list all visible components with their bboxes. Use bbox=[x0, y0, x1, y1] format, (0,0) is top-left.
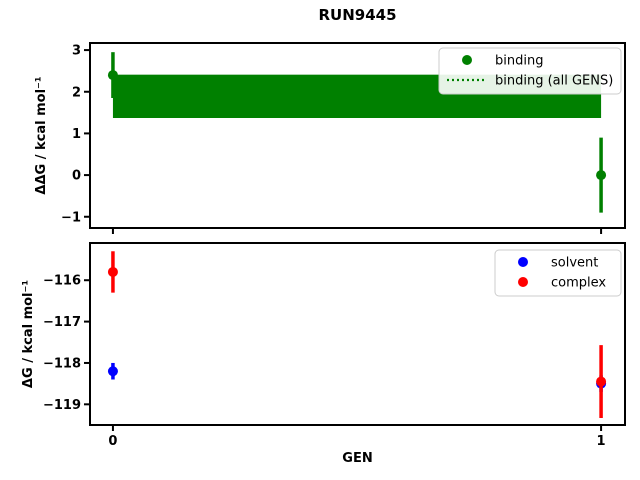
legend-marker-binding bbox=[462, 55, 472, 65]
x-tick-label: 1 bbox=[597, 434, 606, 449]
point-binding-gen0 bbox=[107, 70, 118, 81]
y-tick-label: −119 bbox=[43, 398, 81, 413]
point-complex-gen0 bbox=[107, 266, 118, 277]
y-tick-label: −118 bbox=[43, 356, 81, 371]
x-axis-label: GEN bbox=[342, 451, 372, 466]
point-complex-gen1 bbox=[596, 376, 607, 387]
y-tick-label: −1 bbox=[61, 210, 81, 225]
legend-marker-complex bbox=[518, 277, 528, 287]
legend-label: binding bbox=[495, 54, 543, 69]
top-axes-ddg: 3 2 1 0 −1 ΔΔG / kcal mol⁻¹ binding binding (al… bbox=[34, 42, 626, 234]
legend-marker-solvent bbox=[518, 257, 528, 267]
x-tick-label: 0 bbox=[108, 434, 117, 449]
y-axis-label: ΔΔG / kcal mol⁻¹ bbox=[34, 76, 49, 194]
y-tick-label: 0 bbox=[72, 169, 81, 184]
figure-title: RUN9445 bbox=[318, 6, 397, 24]
y-tick-label: 1 bbox=[72, 127, 81, 142]
axes-spines bbox=[89, 42, 626, 229]
y-tick-label: −117 bbox=[43, 315, 81, 330]
point-binding-gen1 bbox=[596, 170, 607, 181]
y-tick-label: 2 bbox=[72, 85, 81, 100]
y-tick-label: 3 bbox=[72, 44, 81, 59]
legend-label: complex bbox=[551, 276, 606, 291]
axes-spines bbox=[89, 242, 626, 426]
y-axis-label: ΔG / kcal mol⁻¹ bbox=[21, 280, 36, 388]
legend-label: binding (all GENS) bbox=[495, 74, 613, 89]
point-solvent-gen0 bbox=[107, 366, 118, 377]
legend-label: solvent bbox=[551, 256, 598, 271]
y-tick-label: −116 bbox=[43, 274, 81, 289]
legend-box bbox=[438, 47, 622, 95]
